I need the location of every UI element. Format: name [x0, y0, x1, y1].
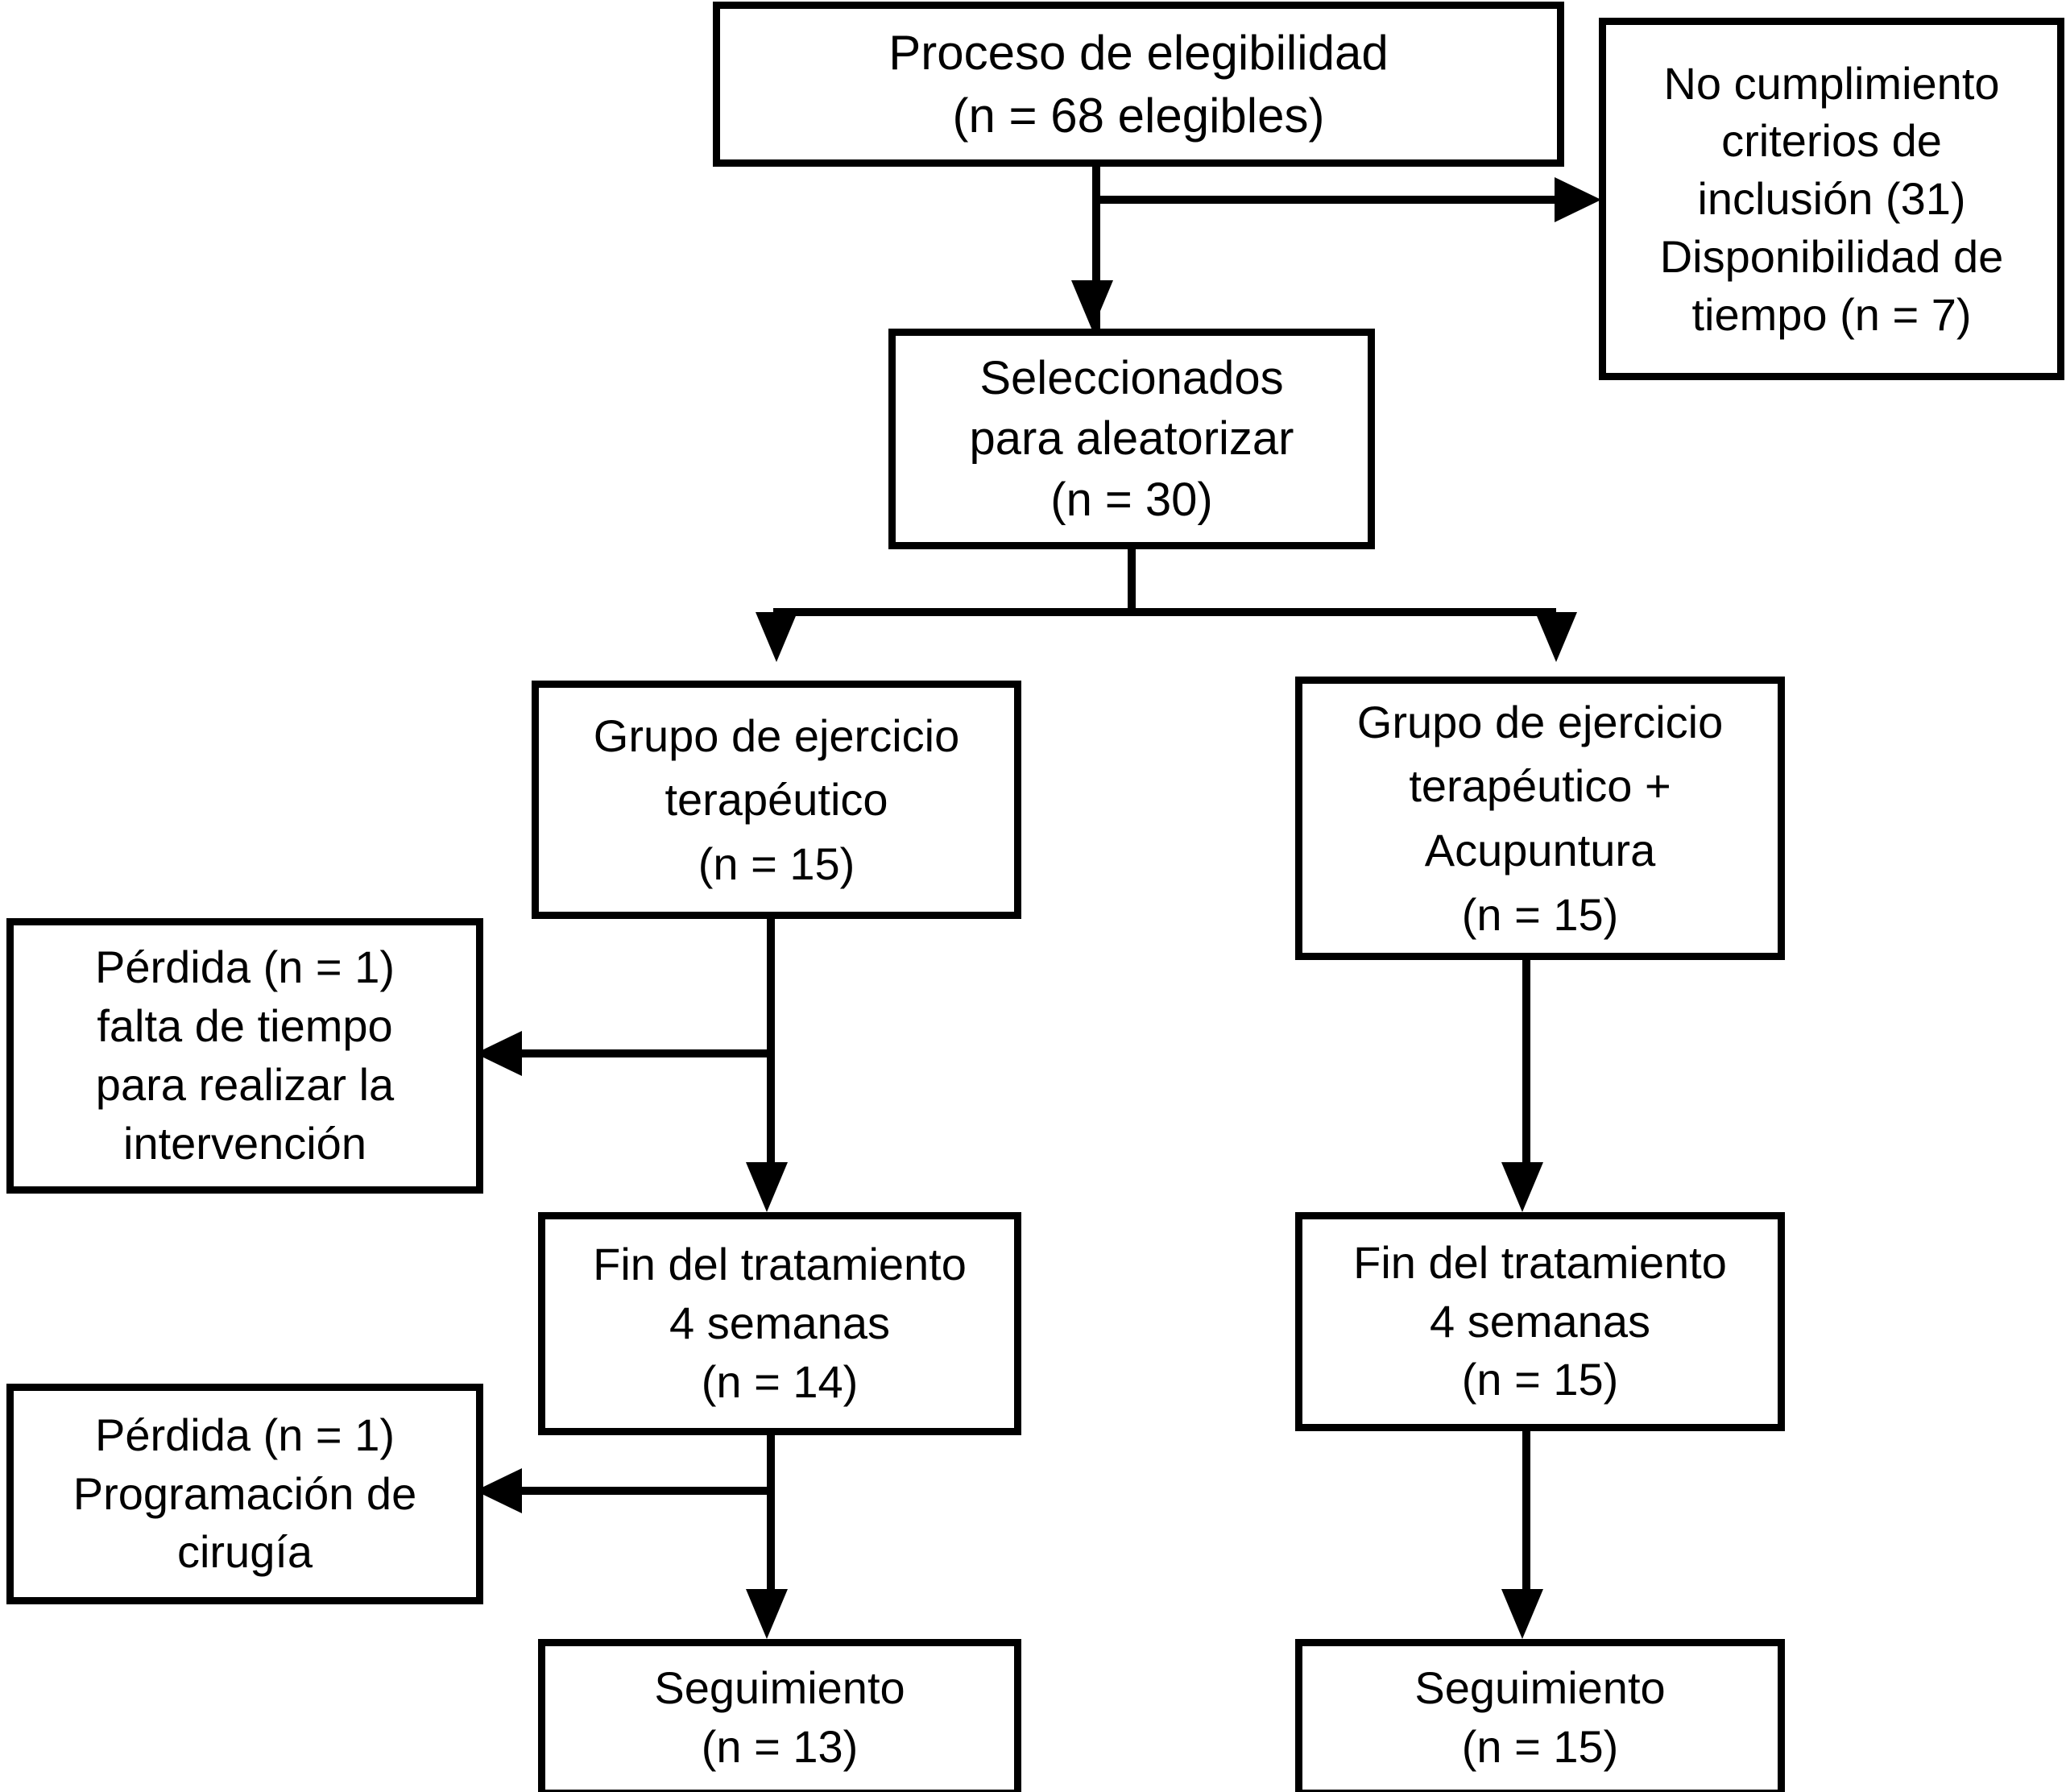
- node-followup-right-label: Seguimiento (n = 15): [1414, 1662, 1666, 1772]
- node-loss-surgery-label: Pérdida (n = 1) Programación de cirugía: [72, 1409, 417, 1578]
- connector-randomized-split-bar: [773, 608, 1556, 616]
- node-end-treatment-right-label: Fin del tratamiento 4 semanas (n = 15): [1353, 1236, 1727, 1405]
- node-excluded[interactable]: No cumplimiento criterios de inclusión (…: [1599, 18, 2064, 380]
- connector-end-right-trunk: [1522, 1431, 1530, 1596]
- node-end-treatment-right[interactable]: Fin del tratamiento 4 semanas (n = 15): [1295, 1212, 1785, 1431]
- connector-eligibility-trunk: [1092, 165, 1100, 341]
- node-loss-surgery[interactable]: Pérdida (n = 1) Programación de cirugía: [6, 1384, 483, 1604]
- node-end-treatment-left-label: Fin del tratamiento 4 semanas (n = 14): [593, 1239, 967, 1407]
- arrowhead-to-group-right: [1535, 612, 1577, 662]
- node-loss-time-label: Pérdida (n = 1) falta de tiempo para rea…: [95, 942, 395, 1169]
- arrowhead-to-end-right: [1501, 1162, 1543, 1212]
- arrowhead-to-excluded: [1555, 177, 1601, 222]
- node-group-exercise[interactable]: Grupo de ejercicio terapéutico (n = 15): [532, 681, 1021, 919]
- node-followup-right[interactable]: Seguimiento (n = 15): [1295, 1639, 1785, 1792]
- arrowhead-to-follow-left: [746, 1589, 788, 1639]
- node-group-exercise-label: Grupo de ejercicio terapéutico (n = 15): [593, 710, 960, 889]
- arrowhead-to-randomized: [1071, 280, 1113, 330]
- connector-group-right-trunk: [1522, 960, 1530, 1171]
- node-followup-left-label: Seguimiento (n = 13): [654, 1662, 905, 1772]
- arrowhead-to-end-left: [746, 1162, 788, 1212]
- connector-eligibility-to-excluded: [1092, 196, 1567, 204]
- node-end-treatment-left[interactable]: Fin del tratamiento 4 semanas (n = 14): [538, 1212, 1021, 1435]
- node-followup-left[interactable]: Seguimiento (n = 13): [538, 1639, 1021, 1792]
- node-group-exercise-acupuncture[interactable]: Grupo de ejercicio terapéutico + Acupunt…: [1295, 677, 1785, 960]
- connector-group-left-to-loss1: [515, 1049, 770, 1057]
- connector-end-left-to-loss2: [515, 1487, 770, 1495]
- node-randomized[interactable]: Seleccionados para aleatorizar (n = 30): [888, 329, 1375, 549]
- node-randomized-label: Seleccionados para aleatorizar (n = 30): [969, 351, 1294, 526]
- connector-end-left-trunk: [767, 1435, 775, 1596]
- arrowhead-to-group-left: [756, 612, 797, 662]
- node-group-exercise-acupuncture-label: Grupo de ejercicio terapéutico + Acupunt…: [1356, 696, 1724, 940]
- connector-randomized-trunk: [1128, 549, 1136, 612]
- node-eligibility-label: Proceso de elegibilidad (n = 68 elegible…: [888, 25, 1389, 143]
- node-excluded-label: No cumplimiento criterios de inclusión (…: [1659, 57, 2004, 340]
- connector-group-left-trunk: [767, 919, 775, 1169]
- node-eligibility[interactable]: Proceso de elegibilidad (n = 68 elegible…: [713, 2, 1564, 167]
- node-loss-time[interactable]: Pérdida (n = 1) falta de tiempo para rea…: [6, 918, 483, 1194]
- arrowhead-to-follow-right: [1501, 1589, 1543, 1639]
